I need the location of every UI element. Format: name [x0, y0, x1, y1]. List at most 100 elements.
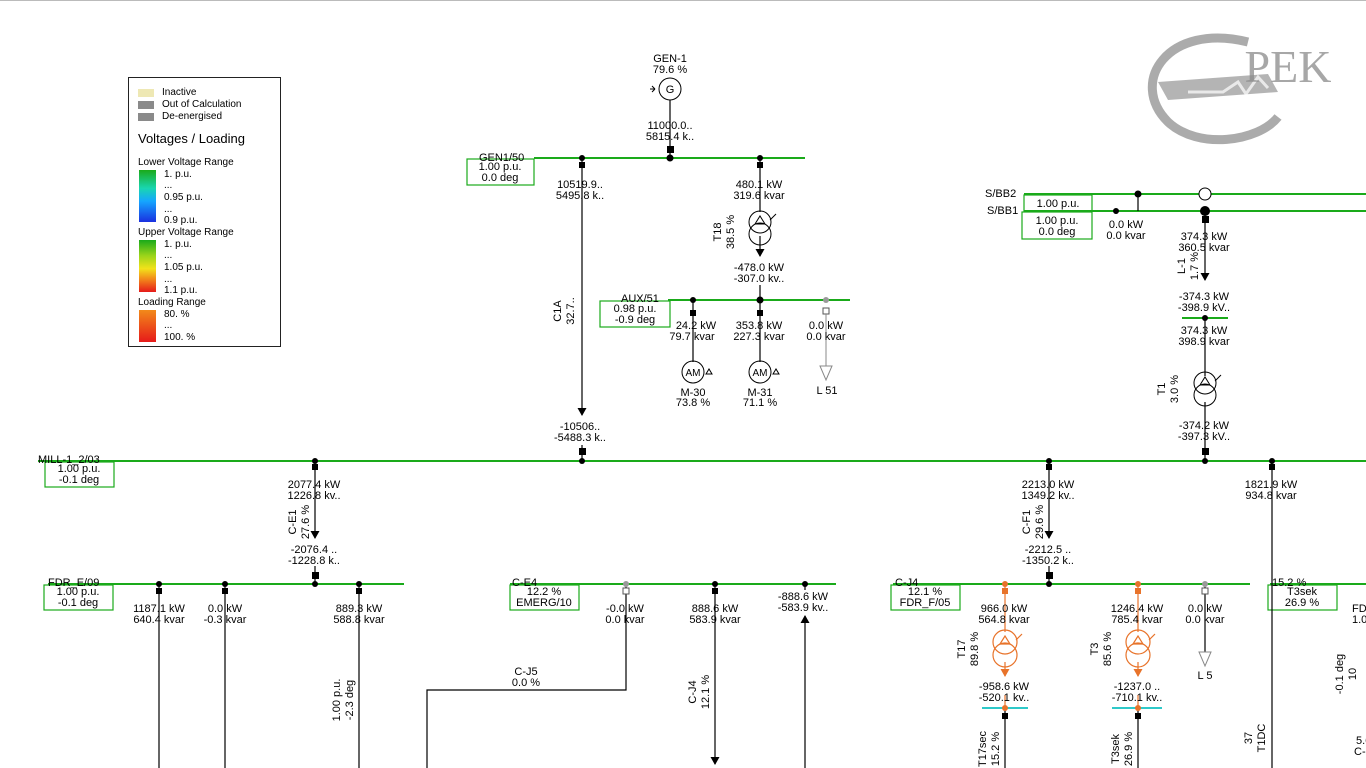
t3-lv-reactive: -710.1 kv.. [1112, 692, 1163, 704]
breaker-open[interactable] [1201, 587, 1209, 595]
vbox-sbb1-voltage: 1.00 p.u. [1036, 215, 1079, 227]
breaker[interactable] [667, 146, 674, 153]
c-e1-top-power: 2077.4 kW [288, 479, 341, 491]
load-l51-icon[interactable] [819, 365, 833, 382]
c-e1-name: C-E1 [287, 509, 299, 534]
fdr-e09-out2-reactive: -0.3 kvar [204, 614, 247, 626]
node-dot [666, 154, 674, 162]
node-dot [1134, 190, 1142, 198]
breaker[interactable] [690, 310, 696, 316]
vbox-mill-1-voltage: 1.00 p.u. [58, 463, 101, 475]
breaker-open[interactable] [822, 307, 830, 315]
c-e1-loading: 27.6 % [300, 505, 312, 539]
legend-swatch [138, 112, 154, 121]
feeder-h-reactive: 934.8 kvar [1245, 490, 1297, 502]
legend-state-de-energised: De-energised [138, 111, 222, 122]
l1-loading: 1.7 % [1189, 252, 1201, 280]
breaker[interactable] [312, 572, 319, 579]
gen-1-name: GEN-1 [653, 53, 687, 65]
breaker[interactable] [312, 464, 318, 470]
breaker[interactable] [1135, 713, 1141, 719]
load-l5-icon[interactable] [1198, 651, 1212, 668]
breaker[interactable] [1202, 216, 1209, 223]
node-dot [222, 581, 228, 587]
node-dot [757, 155, 763, 161]
company-logo: PEK [1147, 33, 1331, 145]
t18-loading: 38.5 % [725, 215, 737, 249]
legend-loading-range-label: Loading Range [138, 297, 206, 308]
m30-reactive: 79.7 kvar [669, 331, 715, 343]
vbox-sbb1 [1021, 211, 1093, 240]
legend-tick: ... [164, 250, 173, 261]
breaker[interactable] [1046, 464, 1052, 470]
sbb2-open-node[interactable] [1198, 187, 1212, 201]
gen-1-loading: 79.6 % [653, 64, 687, 76]
transformer-t1-icon[interactable] [1193, 371, 1222, 407]
motor-m30-icon[interactable] [681, 360, 713, 384]
breaker[interactable] [1046, 572, 1053, 579]
breaker-open[interactable] [622, 587, 630, 595]
l1-bottom-reactive: -398.9 kV.. [1178, 302, 1230, 314]
node-dot-open [623, 581, 629, 587]
breaker[interactable] [579, 162, 585, 168]
node-dot [1113, 208, 1119, 214]
vbox-sbb2 [1023, 194, 1093, 212]
generator-gen-1-icon[interactable] [650, 77, 682, 101]
legend-tick: ... [164, 204, 173, 215]
breaker[interactable] [1269, 464, 1275, 470]
vbox-fdr-h06-voltage: T3sek [1287, 586, 1317, 598]
c-e4-name: 1.00 p.u. [331, 679, 343, 722]
breaker[interactable] [757, 310, 763, 316]
breaker[interactable] [156, 588, 162, 594]
l51-power: 0.0 kW [809, 320, 844, 332]
c-j5-reactive: 0.0 kvar [605, 614, 644, 626]
bus-name-gen1-50: GEN1/50 [479, 152, 524, 164]
t1-lv-reactive: -397.3 kV.. [1178, 431, 1230, 443]
t18-hv-reactive: 319.6 kvar [733, 190, 785, 202]
breaker[interactable] [579, 448, 586, 455]
bus-name-emerg-10: C-E4 [512, 577, 537, 589]
vbox-fdr-e09 [43, 584, 114, 611]
fdr-e09-out2-power: 0.0 kW [208, 603, 243, 615]
breaker[interactable] [222, 588, 228, 594]
transformer-t17-icon[interactable] [992, 629, 1023, 668]
breaker-overloaded[interactable] [1135, 588, 1141, 594]
legend-state-label: Out of Calculation [162, 99, 242, 110]
c-e4-loading: -2.3 deg [344, 680, 356, 720]
edge-cut-value: C-G1 [1354, 746, 1366, 758]
top-border [0, 0, 1366, 1]
legend-state-label: Inactive [162, 87, 197, 98]
cable-c-j5[interactable] [426, 584, 627, 768]
node-dot [1046, 581, 1052, 587]
vbox-fdr-e09-angle: -0.1 deg [58, 597, 98, 609]
breaker[interactable] [1202, 448, 1209, 455]
breaker[interactable] [712, 588, 718, 594]
vbox-fdr-e09-voltage: 1.00 p.u. [57, 586, 100, 598]
breaker[interactable] [1002, 713, 1008, 719]
breaker[interactable] [757, 162, 763, 168]
node-dot-overloaded [1135, 581, 1141, 587]
m31-loading: 71.1 % [743, 397, 777, 409]
motor-m31-icon[interactable] [748, 360, 780, 384]
bus-name-fdr-e09: FDR_E/09 [48, 577, 99, 589]
m31-power: 353.8 kW [736, 320, 783, 332]
node-dot [356, 581, 362, 587]
breaker[interactable] [356, 588, 362, 594]
transformer-t18-icon[interactable] [748, 210, 777, 246]
bus-name-sbb1: S/BB1 [987, 205, 1018, 217]
node-dot [712, 581, 718, 587]
c-j4-reactive: 583.9 kvar [689, 614, 741, 626]
sbb1-load-power: 0.0 kW [1109, 219, 1144, 231]
transformer-t3-icon[interactable] [1125, 629, 1156, 668]
node-dot [690, 297, 696, 303]
node-dot [312, 581, 318, 587]
vbox-aux-51-angle: -0.9 deg [615, 314, 655, 326]
l5-power: 0.0 kW [1188, 603, 1223, 615]
edge-cut-value: FDR_H/06 [1352, 603, 1366, 615]
t1-hv-reactive: 398.9 kvar [1178, 336, 1230, 348]
breaker-overloaded[interactable] [1002, 588, 1008, 594]
node-dot [756, 296, 764, 304]
vbox-mill-1-angle: -0.1 deg [59, 474, 99, 486]
l5-reactive: 0.0 kvar [1185, 614, 1224, 626]
